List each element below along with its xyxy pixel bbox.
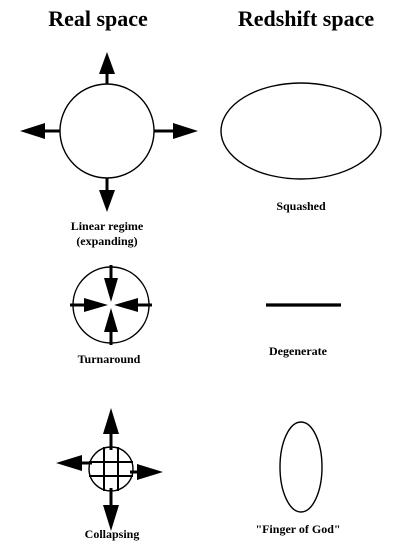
linear-regime-label-line2: (expanding) bbox=[76, 234, 138, 248]
turnaround-figure bbox=[70, 265, 152, 345]
inward-arrow-bottom-head bbox=[104, 308, 118, 332]
squashed-label: Squashed bbox=[276, 199, 326, 213]
linear-regime-figure bbox=[20, 52, 198, 212]
inward-arrow-right-head bbox=[114, 298, 138, 312]
collapse-arrow-down-head bbox=[103, 505, 119, 531]
arrow-right-head bbox=[173, 123, 198, 139]
degenerate-label: Degenerate bbox=[269, 344, 327, 358]
redshift-space-header: Redshift space bbox=[237, 6, 375, 31]
linear-regime-label: Linear regime (expanding) bbox=[7, 219, 207, 249]
arrow-up-head bbox=[99, 52, 115, 74]
collapse-arrow-right-head bbox=[137, 464, 163, 480]
collapsing-figure bbox=[56, 408, 163, 531]
linear-circle bbox=[59, 83, 155, 179]
finger-of-god-label: "Finger of God" bbox=[255, 522, 341, 536]
inward-arrow-top-head bbox=[104, 278, 118, 302]
arrow-left-head bbox=[20, 123, 45, 139]
collapsing-circle bbox=[88, 446, 134, 492]
finger-of-god-ellipse bbox=[279, 421, 323, 513]
squashed-ellipse bbox=[220, 82, 382, 180]
collapse-arrow-left-head bbox=[56, 455, 82, 471]
inward-arrows bbox=[70, 265, 152, 345]
real-space-header: Real space bbox=[48, 6, 148, 31]
arrow-down-head bbox=[99, 190, 115, 212]
turnaround-label: Turnaround bbox=[77, 352, 141, 366]
inward-arrow-left-head bbox=[84, 298, 108, 312]
linear-regime-label-line1: Linear regime bbox=[70, 219, 144, 233]
collapse-arrow-up-head bbox=[103, 408, 119, 434]
collapsing-grid bbox=[89, 447, 133, 491]
outward-arrows bbox=[20, 52, 198, 212]
collapsing-label: Collapsing bbox=[84, 527, 140, 541]
collapsing-arrows bbox=[56, 408, 163, 531]
